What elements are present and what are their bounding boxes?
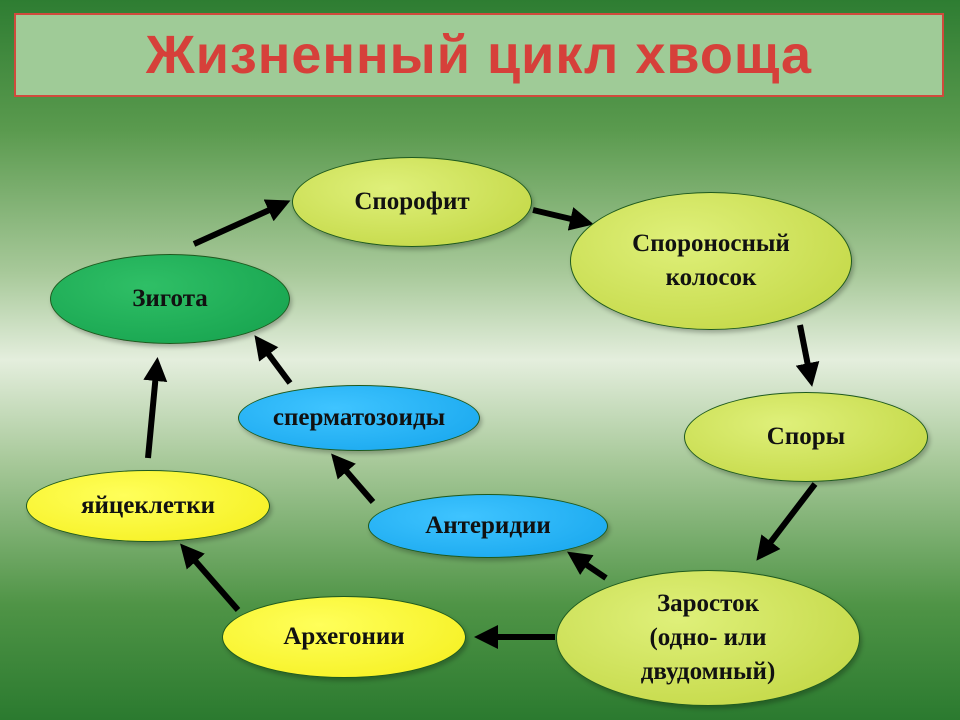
diagram-title: Жизненный цикл хвоща xyxy=(145,25,813,85)
node-zygote: Зигота xyxy=(50,254,290,344)
node-strobilus-label: Спороносный колосок xyxy=(632,227,790,295)
arrow-sperm-to-zygote xyxy=(254,335,293,385)
arrow-archegonia-to-eggs xyxy=(180,543,241,612)
node-prothallus-line2: (одно- или xyxy=(649,624,767,652)
node-archegonia: Архегонии xyxy=(222,596,466,678)
arrow-spores-to-prothallus xyxy=(756,482,818,561)
arrow-sporophyte-to-strobilus xyxy=(532,207,594,231)
arrow-eggs-to-zygote xyxy=(143,357,168,459)
node-sporophyte: Спорофит xyxy=(292,157,532,247)
node-sperm-label: сперматозоиды xyxy=(272,404,446,432)
arrow-prothallus-to-antheridia xyxy=(567,551,608,581)
node-archegonia-label: Архегонии xyxy=(283,623,405,651)
node-strobilus: Спороносный колосок xyxy=(570,192,852,330)
arrow-antheridia-to-sperm xyxy=(331,453,376,504)
node-prothallus-line3: двудомный) xyxy=(640,657,776,685)
node-spores-label: Споры xyxy=(766,423,846,451)
node-prothallus-line1: Заросток xyxy=(656,590,760,618)
node-prothallus-label: Заросток (одно- или двудомный) xyxy=(641,587,776,688)
node-zygote-label: Зигота xyxy=(132,285,208,313)
node-antheridia: Антеридии xyxy=(368,494,608,558)
node-prothallus: Заросток (одно- или двудомный) xyxy=(556,570,860,706)
arrow-zygote-to-sporophyte xyxy=(192,199,291,247)
node-strobilus-line1: Спороносный xyxy=(632,230,790,258)
node-antheridia-label: Антеридии xyxy=(425,512,551,540)
node-spores: Споры xyxy=(684,392,928,482)
node-eggs-label: яйцеклетки xyxy=(80,492,216,520)
node-sperm: сперматозоиды xyxy=(238,385,480,451)
node-eggs: яйцеклетки xyxy=(26,470,270,542)
arrow-strobilus-to-spores xyxy=(795,324,820,387)
node-strobilus-line2: колосок xyxy=(665,264,757,291)
title-box: Жизненный цикл хвоща xyxy=(14,13,944,97)
node-sporophyte-label: Спорофит xyxy=(354,188,470,216)
